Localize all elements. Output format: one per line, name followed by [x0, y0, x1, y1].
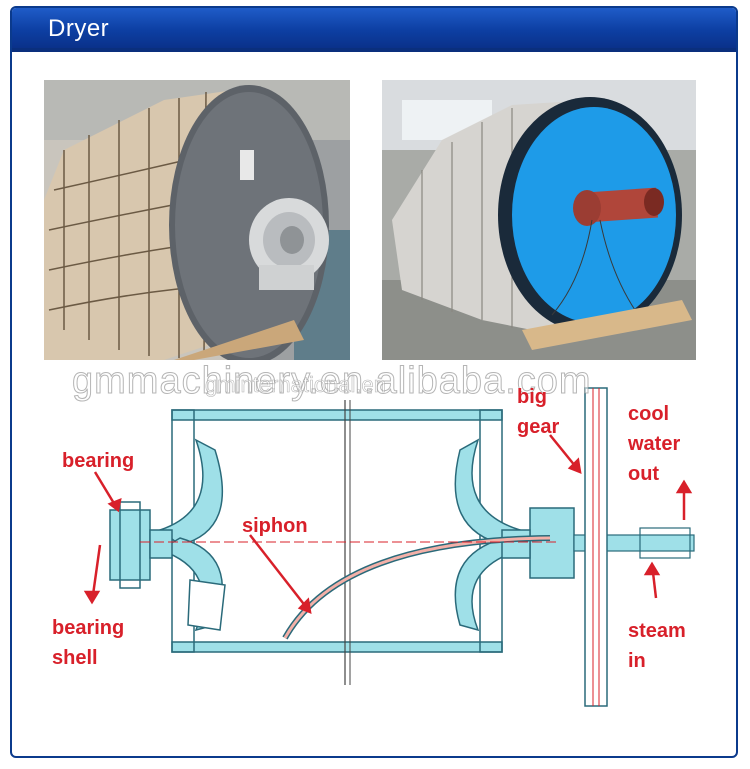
- label-cool-water-out-line1: cool: [628, 403, 670, 425]
- header-bar: [12, 8, 736, 48]
- label-steam-in-line1: steam: [628, 620, 686, 642]
- header-underline: [12, 48, 736, 52]
- photo-blue-dryer: [382, 80, 696, 360]
- label-big-gear-line2: gear: [517, 416, 560, 438]
- watermark-sub: gminternational.en: [205, 372, 387, 398]
- label-cool-water-out-line3: out: [628, 463, 660, 485]
- label-bearing-shell-line1: bearing: [52, 617, 125, 639]
- page-title: Dryer: [48, 15, 110, 42]
- label-siphon: siphon: [242, 515, 308, 537]
- label-steam-in-line2: in: [628, 650, 646, 672]
- label-cool-water-out-line2: water: [628, 433, 681, 455]
- label-bearing-shell-line2: shell: [52, 647, 98, 669]
- dryer-cross-section-diagram: [40, 380, 720, 725]
- watermark-main: gmmachinery.en.alibaba.com: [72, 360, 592, 403]
- photo-gray-dryer: [44, 80, 350, 360]
- label-bearing: bearing: [62, 450, 135, 472]
- label-big-gear-line1: big: [517, 386, 547, 408]
